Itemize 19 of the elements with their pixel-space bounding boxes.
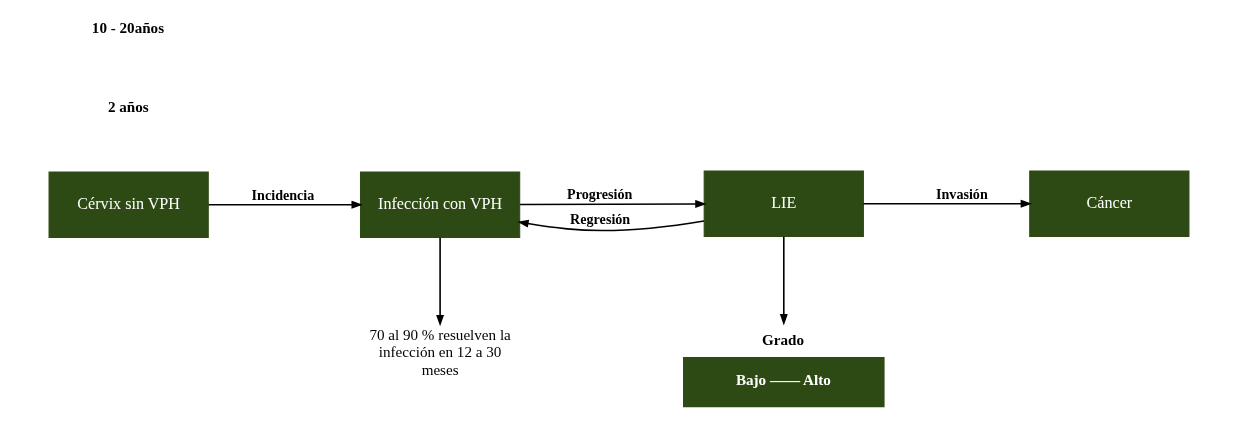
arrow	[517, 219, 705, 232]
arrow	[207, 200, 363, 209]
arrow	[519, 200, 707, 208]
node-box: Bajo —— Alto	[683, 356, 885, 408]
arrow	[779, 235, 788, 326]
node-text: 70 al 90 % resuelven la infección en 12 a 30 meses	[369, 327, 511, 378]
node-label: Grado	[762, 331, 805, 348]
node-box: Cérvix sin VPH	[48, 171, 209, 238]
edge-label: Incidencia	[251, 186, 315, 203]
edge-label: Progresión	[567, 185, 633, 202]
node-box: LIE	[703, 170, 864, 237]
node-box: Cáncer	[1029, 170, 1190, 237]
arrow	[862, 199, 1032, 208]
label: 2 años	[107, 99, 149, 116]
label: 10 - 20años	[91, 19, 165, 36]
arrow	[436, 236, 445, 327]
node-box: Infección con VPH	[359, 171, 521, 238]
edge-label: Invasión	[935, 185, 988, 202]
edge-label: Regresión	[570, 211, 631, 228]
